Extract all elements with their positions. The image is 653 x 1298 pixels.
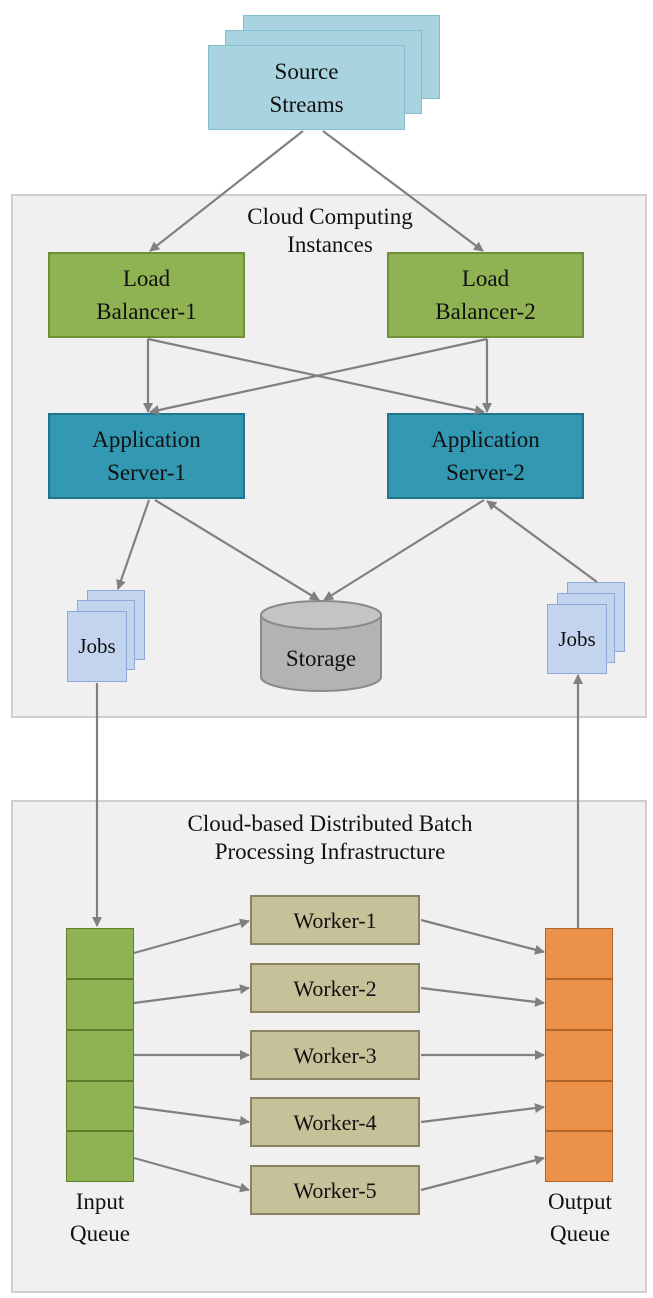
output-queue-slot <box>545 928 613 979</box>
arrow-app2-to-storage <box>323 499 485 601</box>
load-balancer-1: Load Balancer-1 <box>48 252 245 338</box>
jobs-right: Jobs <box>547 604 607 674</box>
arrow-worker-1-to-output <box>420 918 545 955</box>
output-queue-slot <box>545 1081 613 1131</box>
storage-cylinder-icon <box>260 600 382 692</box>
arrow-jobs-to-app2 <box>486 500 598 583</box>
output-queue-slot <box>545 979 613 1030</box>
arrow-source-to-lb1 <box>149 130 304 252</box>
arrow-worker-2-to-output <box>420 986 545 1007</box>
cloud-computing-title: Cloud Computing Instances <box>247 204 413 257</box>
arrow-lb2-to-app1 <box>149 337 488 415</box>
arrow-app1-to-jobs <box>116 499 151 590</box>
arrow-input-to-worker-4 <box>133 1105 250 1126</box>
input-queue-slot <box>66 979 134 1030</box>
input-queue-slot <box>66 1081 134 1131</box>
application-server-2: Application Server-2 <box>387 413 584 499</box>
worker-3: Worker-3 <box>250 1030 420 1080</box>
arrow-input-to-worker-1 <box>133 918 250 955</box>
worker-1: Worker-1 <box>250 895 420 945</box>
arrow-input-to-worker-5 <box>133 1156 250 1193</box>
jobs-left: Jobs <box>67 611 127 682</box>
batch-processing-title: Cloud-based Distributed Batch Processing… <box>187 811 473 864</box>
input-queue-label: Input Queue <box>69 1189 131 1246</box>
output-queue-label: Output Queue <box>548 1189 612 1246</box>
output-queue-slot <box>545 1131 613 1182</box>
input-queue <box>66 928 134 1182</box>
input-queue-slot <box>66 1131 134 1182</box>
storage-label: Storage <box>285 645 357 671</box>
output-queue-slot <box>545 1030 613 1081</box>
load-balancer-2: Load Balancer-2 <box>387 252 584 338</box>
input-queue-slot <box>66 928 134 979</box>
arrow-source-to-lb2 <box>322 130 484 252</box>
arrow-worker-4-to-output <box>420 1103 545 1124</box>
arrow-input-to-worker-2 <box>133 984 250 1005</box>
arrow-app1-to-storage <box>154 499 320 601</box>
input-queue-slot <box>66 1030 134 1081</box>
worker-5: Worker-5 <box>250 1165 420 1215</box>
worker-2: Worker-2 <box>250 963 420 1013</box>
arrow-worker-5-to-output <box>420 1155 545 1192</box>
application-server-1: Application Server-1 <box>48 413 245 499</box>
worker-4: Worker-4 <box>250 1097 420 1147</box>
output-queue <box>545 928 613 1182</box>
source-streams: Source Streams <box>208 45 405 130</box>
